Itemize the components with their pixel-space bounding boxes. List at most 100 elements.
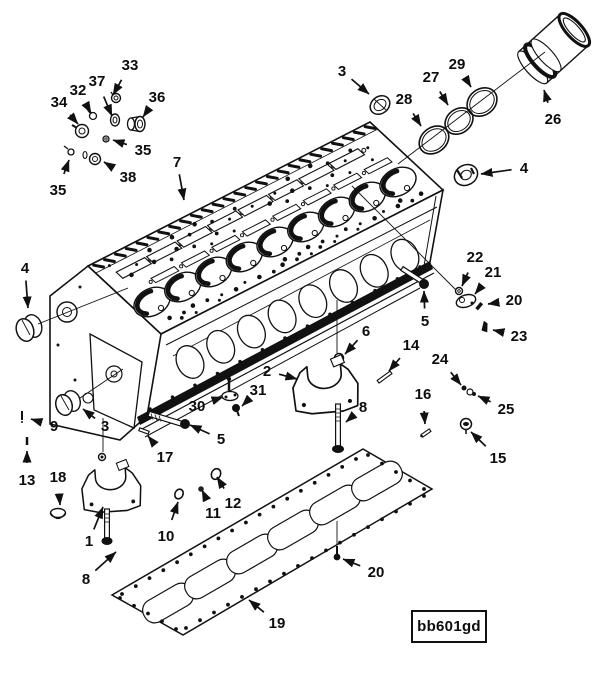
dowel-pin-14: [376, 370, 393, 384]
callout-arrow: [492, 328, 506, 338]
bolt-20-bottom: [333, 546, 341, 561]
callout-number: 4: [21, 260, 30, 277]
callout-13-34: 13: [19, 450, 36, 489]
callout-35-5: 35: [112, 139, 151, 159]
callout-arrow: [22, 280, 32, 309]
cylinder-liner-26: [517, 11, 592, 85]
callout-31-28: 31: [241, 382, 267, 407]
o-ring-29: [466, 86, 498, 118]
bushing-36: [126, 115, 146, 133]
callout-29-12: 29: [449, 56, 472, 88]
callout-number: 9: [50, 418, 58, 435]
callout-number: 31: [250, 382, 267, 399]
callout-arrow: [477, 395, 491, 405]
bolt-5-lower: [147, 410, 190, 429]
bearing-cap-2: [292, 353, 359, 415]
callout-number: 10: [158, 528, 175, 545]
callout-10-38: 10: [158, 501, 179, 545]
engine-block: [49, 121, 445, 441]
callout-37-1: 37: [89, 73, 113, 117]
callout-number: 34: [51, 94, 68, 111]
callout-arrow: [93, 506, 104, 530]
bolt-8-right: [332, 403, 344, 453]
callout-34-4: 34: [51, 94, 79, 125]
callout-2-26: 2: [263, 363, 298, 381]
callout-27-11: 27: [423, 69, 449, 106]
callout-arrow: [350, 78, 370, 95]
callout-number: 12: [225, 495, 242, 512]
plug-15: [459, 417, 473, 434]
plug-34: [71, 123, 90, 139]
callout-arrow: [419, 290, 429, 309]
callout-number: 8: [359, 399, 367, 416]
callout-number: 3: [338, 63, 346, 80]
callout-19-41: 19: [248, 599, 286, 632]
callout-number: 21: [485, 264, 502, 281]
callout-number: 24: [432, 351, 449, 368]
callout-arrow: [94, 551, 117, 572]
gasket-holes: [142, 460, 403, 624]
pin-9: [21, 411, 23, 423]
callout-number: 28: [396, 91, 413, 108]
callout-arrow: [30, 418, 44, 427]
callout-arrow: [543, 89, 552, 104]
callout-number: 14: [403, 337, 420, 354]
callout-9-31: 9: [30, 418, 58, 435]
callout-arrow: [210, 396, 224, 405]
callout-number: 15: [490, 450, 507, 467]
callout-4-14: 4: [480, 160, 529, 177]
callout-38-6: 38: [103, 161, 136, 186]
callout-arrow: [248, 599, 265, 613]
ring-22: [454, 286, 464, 296]
callout-number: 6: [362, 323, 370, 340]
callout-number: 17: [157, 449, 174, 466]
callout-16-24: 16: [415, 386, 432, 425]
callout-number: 1: [85, 533, 93, 550]
callout-11-39: 11: [201, 489, 221, 522]
callout-20-42: 20: [342, 558, 384, 581]
callout-17-30: 17: [147, 435, 174, 466]
callout-number: 29: [449, 56, 466, 73]
washer-37: [109, 113, 121, 127]
callout-number: 13: [19, 472, 36, 489]
sleeve-ring-3-top: [369, 94, 391, 116]
callout-number: 32: [70, 82, 87, 99]
callout-number: 25: [498, 401, 515, 418]
callout-15-25: 15: [470, 431, 507, 467]
callout-number: 16: [415, 386, 432, 403]
callout-number: 19: [269, 615, 286, 632]
callout-arrow: [487, 297, 501, 307]
callout-arrow: [82, 408, 96, 420]
callout-23-18: 23: [492, 328, 528, 345]
callout-arrow: [438, 91, 449, 106]
callout-arrow: [189, 424, 210, 435]
bolt-31: [232, 404, 240, 417]
callout-number: 5: [217, 431, 225, 448]
callout-arrow: [201, 489, 212, 503]
callout-number: 5: [421, 313, 429, 330]
callout-3-9: 3: [338, 63, 370, 95]
callout-number: 23: [511, 328, 528, 345]
assembly-center-lines: [37, 51, 546, 545]
bolt-5-right: [399, 265, 429, 289]
callout-number: 35: [50, 182, 67, 199]
callout-28-10: 28: [396, 91, 422, 127]
o-ring-28: [418, 125, 450, 155]
pan-gasket-19: [110, 448, 434, 636]
callout-number: 26: [545, 111, 562, 128]
ring-35-lower: [63, 145, 75, 156]
figure-code-label: bb601gd: [417, 618, 481, 635]
callout-4-32: 4: [21, 260, 32, 309]
plug-38: [82, 150, 102, 166]
callout-18-35: 18: [50, 469, 66, 506]
cup-plug-3-left: [54, 390, 81, 417]
callout-arrow: [474, 282, 486, 295]
callout-number: 8: [82, 571, 90, 588]
o-ring-12: [210, 467, 222, 481]
pin-16: [420, 428, 432, 438]
cup-plug-4-left: [15, 314, 43, 342]
callout-arrow: [216, 476, 227, 490]
pin-32: [86, 108, 98, 121]
